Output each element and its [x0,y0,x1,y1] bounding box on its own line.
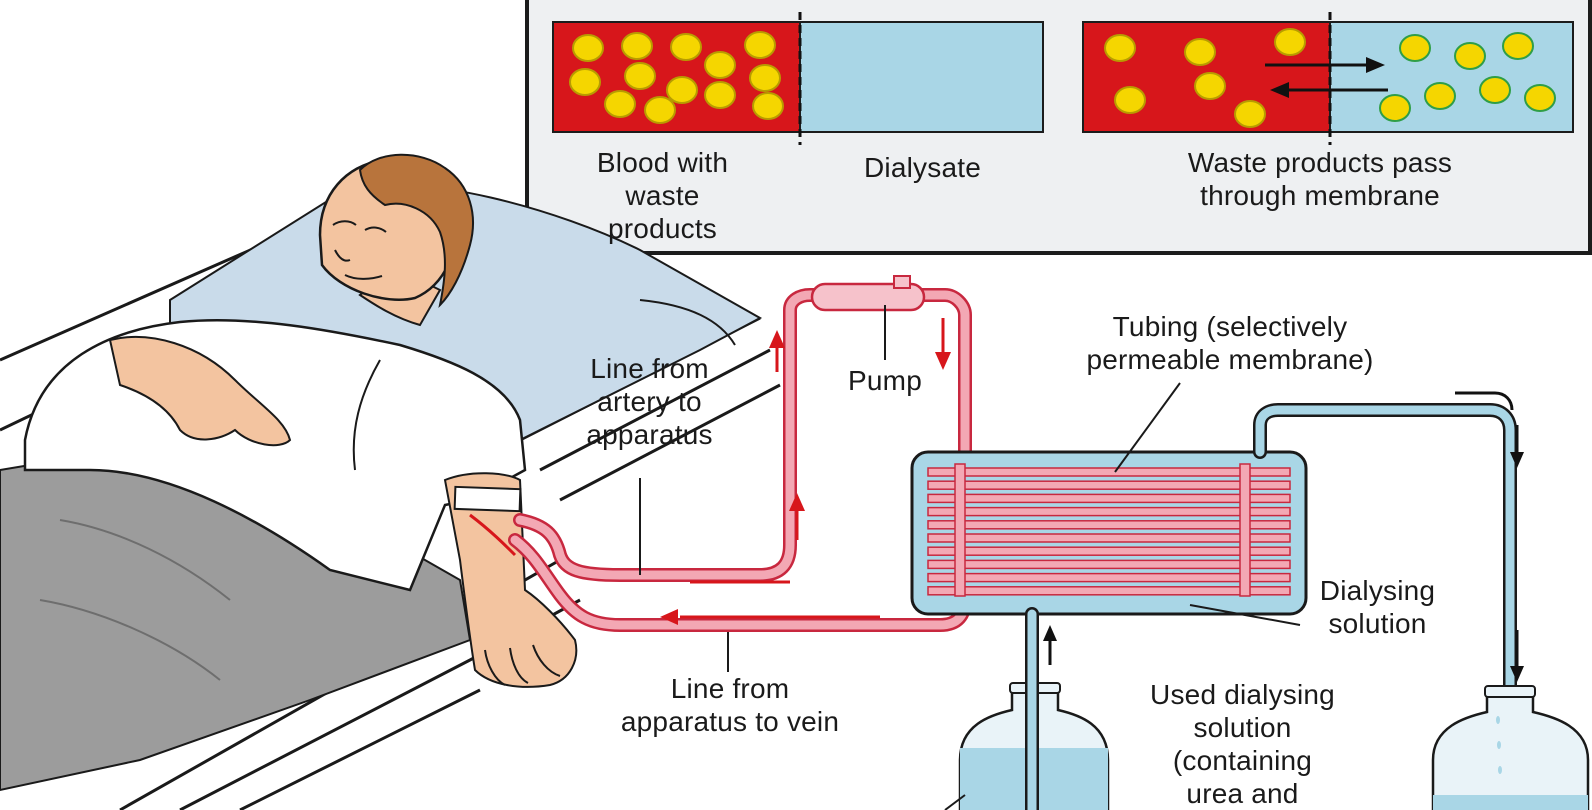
waste-particle [1185,39,1215,65]
waste-particle [1115,87,1145,113]
membrane-tube-manifold [955,464,965,596]
used-solution-bottle [960,614,1108,810]
waste-particle [671,34,701,60]
fresh-solution-bottle [1433,686,1588,810]
waste-particle [570,69,600,95]
waste-particle [1400,35,1430,61]
membrane-tube-manifold [1240,464,1250,596]
label-used-dialysing-solution: Used dialysing solution (containing urea… [1115,678,1370,810]
membrane-tube-row [928,534,1290,542]
label-tubing-membrane: Tubing (selectively permeable membrane) [1040,310,1420,376]
label-vein-line: Line from apparatus to vein [580,672,880,738]
waste-particle [667,77,697,103]
dialysate-compartment [800,22,1043,132]
membrane-tube-row [928,468,1290,476]
membrane-tube-row [928,587,1290,595]
inset-right-panel [1083,12,1573,145]
membrane-tube-row [928,508,1290,516]
waste-particle [573,35,603,61]
membrane-tube-row [928,521,1290,529]
label-dialysing-solution: Dialysing solution [1290,574,1465,640]
label-dialysate: Dialysate [835,151,1010,184]
dialysate-compartment-right [1330,22,1573,132]
waste-particle [1480,77,1510,103]
waste-particle [1275,29,1305,55]
waste-particle [753,93,783,119]
pump [812,276,924,310]
membrane-tube-row [928,547,1290,555]
waste-particle [705,82,735,108]
waste-particle [1455,43,1485,69]
waste-particle [645,97,675,123]
membrane-tube-row [928,494,1290,502]
waste-particle [1525,85,1555,111]
label-blood-with-waste: Blood with waste products [575,146,750,245]
waste-particle [1425,83,1455,109]
cannula-tape [455,487,521,511]
waste-particle [1105,35,1135,61]
waste-particle [750,65,780,91]
waste-particle [622,33,652,59]
waste-particle [1380,95,1410,121]
waste-particle [1195,73,1225,99]
membrane-tube-row [928,481,1290,489]
waste-particle [705,52,735,78]
waste-particle [745,32,775,58]
membrane-tube-row [928,560,1290,568]
label-waste-pass-membrane: Waste products pass through membrane [1155,146,1485,212]
waste-particle [605,91,635,117]
waste-particle [1235,101,1265,127]
waste-particle [625,63,655,89]
label-artery-line: Line from artery to apparatus [557,352,742,451]
label-pump: Pump [826,364,944,397]
waste-particle [1503,33,1533,59]
membrane-tube-row [928,574,1290,582]
inset-left-panel [553,12,1043,145]
